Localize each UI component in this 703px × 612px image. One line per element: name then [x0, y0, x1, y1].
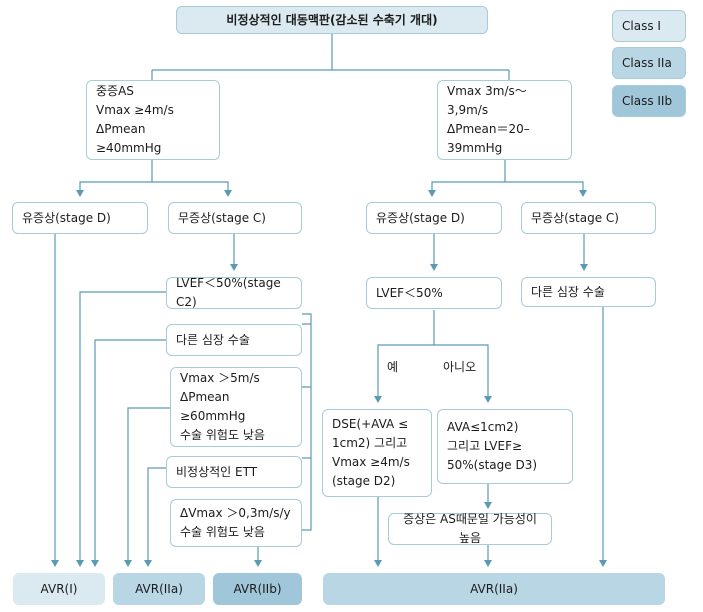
- right-symptomatic-label: 유증상(stage D): [376, 210, 465, 225]
- right-criteria-line-1: Vmax 3m/s～3,9m/s: [447, 84, 527, 117]
- ava-line-2: 그리고 LVEF≥: [447, 439, 523, 453]
- left-criteria-box: 중증AS Vmax ≥4m/s ΔPmean ≥40mmHg: [86, 80, 220, 160]
- right-other-surgery-label: 다른 심장 수술: [531, 284, 605, 299]
- yes-label: 예: [387, 360, 399, 374]
- right-lvef-box: LVEF＜50%: [366, 277, 502, 309]
- dvmax-box: ΔVmax ＞0,3m/s/y 수술 위험도 낮음: [170, 499, 302, 547]
- ett-label: 비정상적인 ETT: [176, 464, 258, 479]
- right-symptomatic-box: 유증상(stage D): [366, 202, 502, 234]
- result-avr-iib: AVR(IIb): [213, 573, 302, 605]
- vmax5-line-2: ΔPmean ≥60mmHg: [180, 390, 246, 423]
- dse-line-3: Vmax ≥4m/s: [332, 455, 410, 469]
- legend-class-i-label: Class I: [622, 18, 661, 33]
- dse-line-1: DSE(+AVA ≤: [332, 417, 409, 431]
- ava-line-1: AVA≤1cm2): [447, 420, 519, 434]
- result-avr-iia-right-label: AVR(IIa): [470, 581, 518, 596]
- result-avr-iib-label: AVR(IIb): [233, 581, 282, 596]
- right-lvef-label: LVEF＜50%: [376, 285, 443, 300]
- no-label: 아니오: [443, 360, 477, 374]
- left-symptomatic-label: 유증상(stage D): [22, 210, 111, 225]
- ava-box: AVA≤1cm2) 그리고 LVEF≥ 50%(stage D3): [437, 409, 573, 484]
- left-other-surgery-label: 다른 심장 수술: [176, 332, 250, 347]
- right-other-surgery-box: 다른 심장 수술: [521, 277, 656, 307]
- result-avr-i-label: AVR(I): [40, 581, 78, 596]
- vmax5-line-3: 수술 위험도 낮음: [180, 428, 265, 442]
- result-avr-iia-left: AVR(IIa): [113, 573, 205, 605]
- left-other-surgery-box: 다른 심장 수술: [166, 324, 302, 356]
- dse-line-2: 1cm2) 그리고: [332, 436, 408, 450]
- result-avr-iia-right: AVR(IIa): [323, 573, 665, 605]
- left-criteria-line-2: Vmax ≥4m/s: [96, 103, 174, 117]
- result-avr-i: AVR(I): [13, 573, 105, 605]
- legend-class-iia-label: Class IIa: [622, 55, 672, 70]
- symptom-due-box: 증상은 AS때문일 가능성이 높음: [388, 512, 552, 545]
- legend-class-i: Class I: [612, 10, 686, 42]
- title-text: 비정상적인 대동맥판(감소된 수축기 개대): [226, 12, 438, 27]
- dvmax-line-1: ΔVmax ＞0,3m/s/y: [180, 506, 291, 520]
- legend-class-iib: Class IIb: [612, 85, 686, 117]
- left-lvef-box: LVEF＜50%(stage C2): [166, 276, 302, 309]
- left-criteria-line-1: 중증AS: [96, 84, 134, 98]
- ett-box: 비정상적인 ETT: [166, 456, 302, 488]
- left-criteria-line-3: ΔPmean ≥40mmHg: [96, 122, 162, 155]
- right-criteria-line-3: 39mmHg: [447, 141, 503, 155]
- legend-class-iia: Class IIa: [612, 47, 686, 79]
- right-criteria-line-2: ΔPmean＝20–: [447, 122, 530, 136]
- left-lvef-label: LVEF＜50%(stage C2): [176, 276, 281, 309]
- ava-line-3: 50%(stage D3): [447, 458, 538, 472]
- title-box: 비정상적인 대동맥판(감소된 수축기 개대): [176, 6, 488, 34]
- result-avr-iia-left-label: AVR(IIa): [135, 581, 183, 596]
- dse-box: DSE(+AVA ≤ 1cm2) 그리고 Vmax ≥4m/s (stage D…: [322, 409, 432, 497]
- right-asymptomatic-label: 무증상(stage C): [531, 210, 619, 225]
- dvmax-line-2: 수술 위험도 낮음: [180, 525, 265, 539]
- left-asymptomatic-label: 무증상(stage C): [178, 210, 266, 225]
- symptom-due-label: 증상은 AS때문일 가능성이 높음: [403, 512, 537, 545]
- right-asymptomatic-box: 무증상(stage C): [521, 202, 656, 234]
- right-criteria-box: Vmax 3m/s～3,9m/s ΔPmean＝20– 39mmHg: [437, 80, 572, 160]
- legend-class-iib-label: Class IIb: [622, 93, 673, 108]
- left-symptomatic-box: 유증상(stage D): [12, 202, 148, 234]
- vmax5-box: Vmax ＞5m/s ΔPmean ≥60mmHg 수술 위험도 낮음: [170, 367, 302, 447]
- left-asymptomatic-box: 무증상(stage C): [168, 202, 302, 234]
- vmax5-line-1: Vmax ＞5m/s: [180, 371, 260, 385]
- dse-line-4: (stage D2): [332, 474, 396, 488]
